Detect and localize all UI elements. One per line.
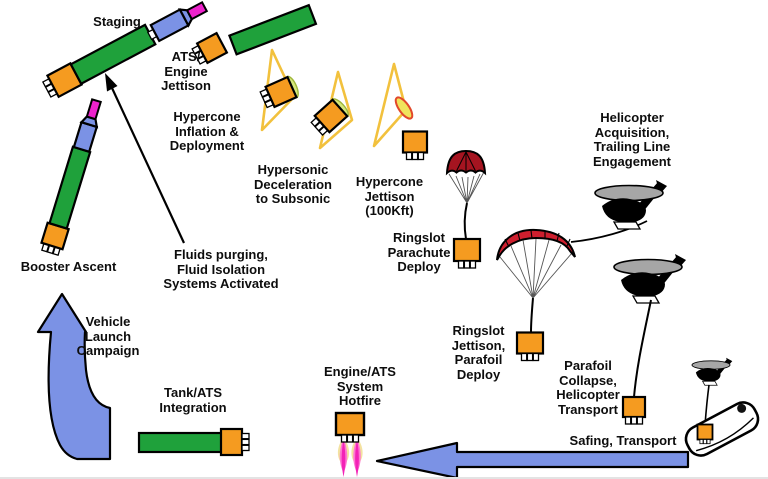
hypersonic-deceleration-icon bbox=[310, 70, 354, 150]
recovery-boat-icon bbox=[684, 401, 760, 457]
hotfire-icon bbox=[334, 411, 366, 477]
parafoil-collapse-engine-icon bbox=[621, 395, 647, 425]
staging-upper-stage-icon bbox=[146, 0, 209, 43]
transport-cable bbox=[633, 299, 652, 398]
ats-engine-jettison-icon bbox=[191, 3, 318, 65]
ringslot-parachute-icon bbox=[445, 149, 487, 269]
staging-booster-icon bbox=[42, 23, 157, 99]
helicopter-transport-icon bbox=[613, 253, 687, 304]
booster-ascent-rocket-icon bbox=[40, 98, 102, 256]
bottom-window-edge bbox=[0, 477, 768, 479]
helicopter-acquisition-icon bbox=[594, 179, 668, 230]
trailing-line bbox=[570, 220, 648, 243]
tank-integration-icon bbox=[137, 427, 250, 457]
hypercone-jettison-icon bbox=[372, 62, 429, 161]
launch-campaign-arrow bbox=[36, 292, 112, 461]
staging-pointer-arrow bbox=[105, 73, 185, 244]
boat-engine-icon bbox=[696, 423, 714, 445]
hypercone-inflation-icon bbox=[259, 48, 299, 132]
helicopter-delivery-icon bbox=[691, 357, 733, 386]
parafoil-deploy-icon bbox=[496, 220, 648, 362]
safing-transport-arrow bbox=[375, 441, 690, 479]
